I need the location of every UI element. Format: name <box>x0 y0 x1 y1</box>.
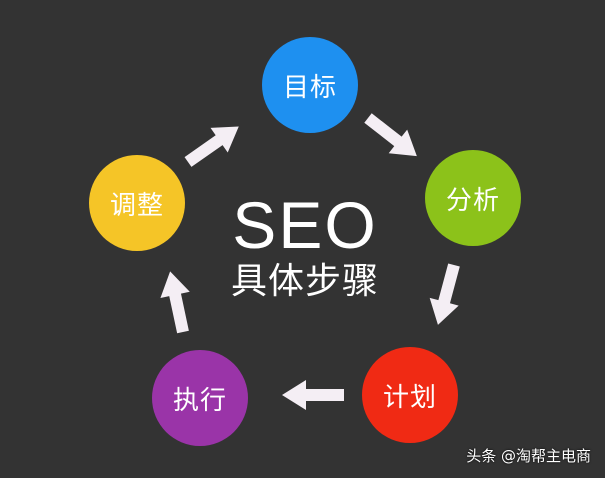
arrow-icon <box>358 106 427 168</box>
arrow-icon <box>179 114 248 175</box>
arrow-icon <box>155 268 198 336</box>
step-execute-label: 执行 <box>172 385 227 416</box>
center-title: SEO 具体步骤 <box>220 190 390 304</box>
step-plan-node: 计划 <box>362 347 458 443</box>
step-goal-node: 目标 <box>262 37 358 133</box>
step-execute-node: 执行 <box>152 350 248 446</box>
seo-title: SEO <box>232 188 378 262</box>
seo-subtitle: 具体步骤 <box>230 261 379 302</box>
watermark: 头条 @淘帮主电商 <box>466 447 591 465</box>
step-analysis-node: 分析 <box>425 150 521 246</box>
step-plan-label: 计划 <box>382 382 437 413</box>
step-analysis-label: 分析 <box>445 185 500 216</box>
step-adjust-node: 调整 <box>89 155 185 251</box>
arrow-icon <box>423 261 469 329</box>
step-adjust-label: 调整 <box>109 190 164 221</box>
arrow-icon <box>282 380 344 410</box>
step-goal-label: 目标 <box>282 72 337 103</box>
